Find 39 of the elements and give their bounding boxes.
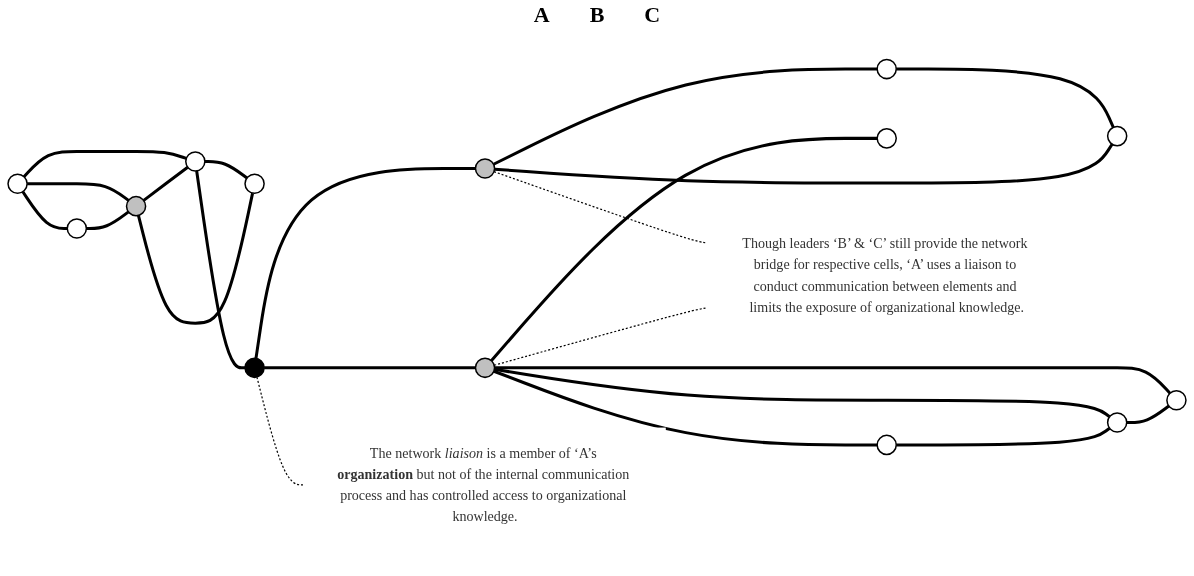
node-circle	[876, 435, 897, 456]
network-link	[21, 191, 68, 231]
network-link	[264, 366, 476, 370]
node-circle	[1106, 126, 1128, 147]
network-link	[490, 137, 878, 363]
network-link	[896, 427, 1111, 447]
network-link	[254, 167, 476, 360]
cluster-letter: B	[589, 2, 605, 28]
network-link	[142, 166, 189, 203]
node-circle	[876, 128, 897, 150]
network-link	[86, 211, 130, 231]
node-circle	[7, 173, 28, 195]
node-circle	[1106, 412, 1128, 434]
node-circle	[185, 151, 206, 173]
node-circle	[125, 196, 147, 217]
node-circle	[1166, 390, 1187, 411]
network-link	[494, 143, 1114, 185]
node-circle	[244, 358, 265, 379]
network-link	[136, 193, 255, 326]
node-circle	[876, 59, 897, 80]
network-link	[1126, 405, 1170, 425]
node-text: Though leaders ‘B’ & ‘C’ still provide the network bridge for respective cells, ‘A’ uses a liaison to conduct communication between elements and limits the exposure of organizational knowledge.	[742, 236, 1028, 316]
node-circle	[474, 358, 496, 379]
cluster-letter: A	[533, 2, 550, 28]
cluster-letter: C	[644, 2, 661, 28]
network-link	[493, 370, 878, 447]
network-link	[494, 366, 1172, 395]
network-link	[27, 182, 130, 203]
leader-line	[256, 376, 305, 486]
node-circle	[244, 173, 265, 195]
network-link	[896, 68, 1115, 129]
network-link	[494, 368, 1111, 419]
network-link	[195, 171, 246, 370]
network-link	[22, 150, 187, 179]
network-link	[492, 68, 878, 167]
node-circle	[66, 218, 88, 240]
node-text: The network liaison is a member of ‘A’s organization but not of the internal communication process and has controlled access to organizational knowledge.	[337, 446, 630, 525]
network-link	[204, 160, 248, 180]
node-circle	[474, 158, 496, 180]
